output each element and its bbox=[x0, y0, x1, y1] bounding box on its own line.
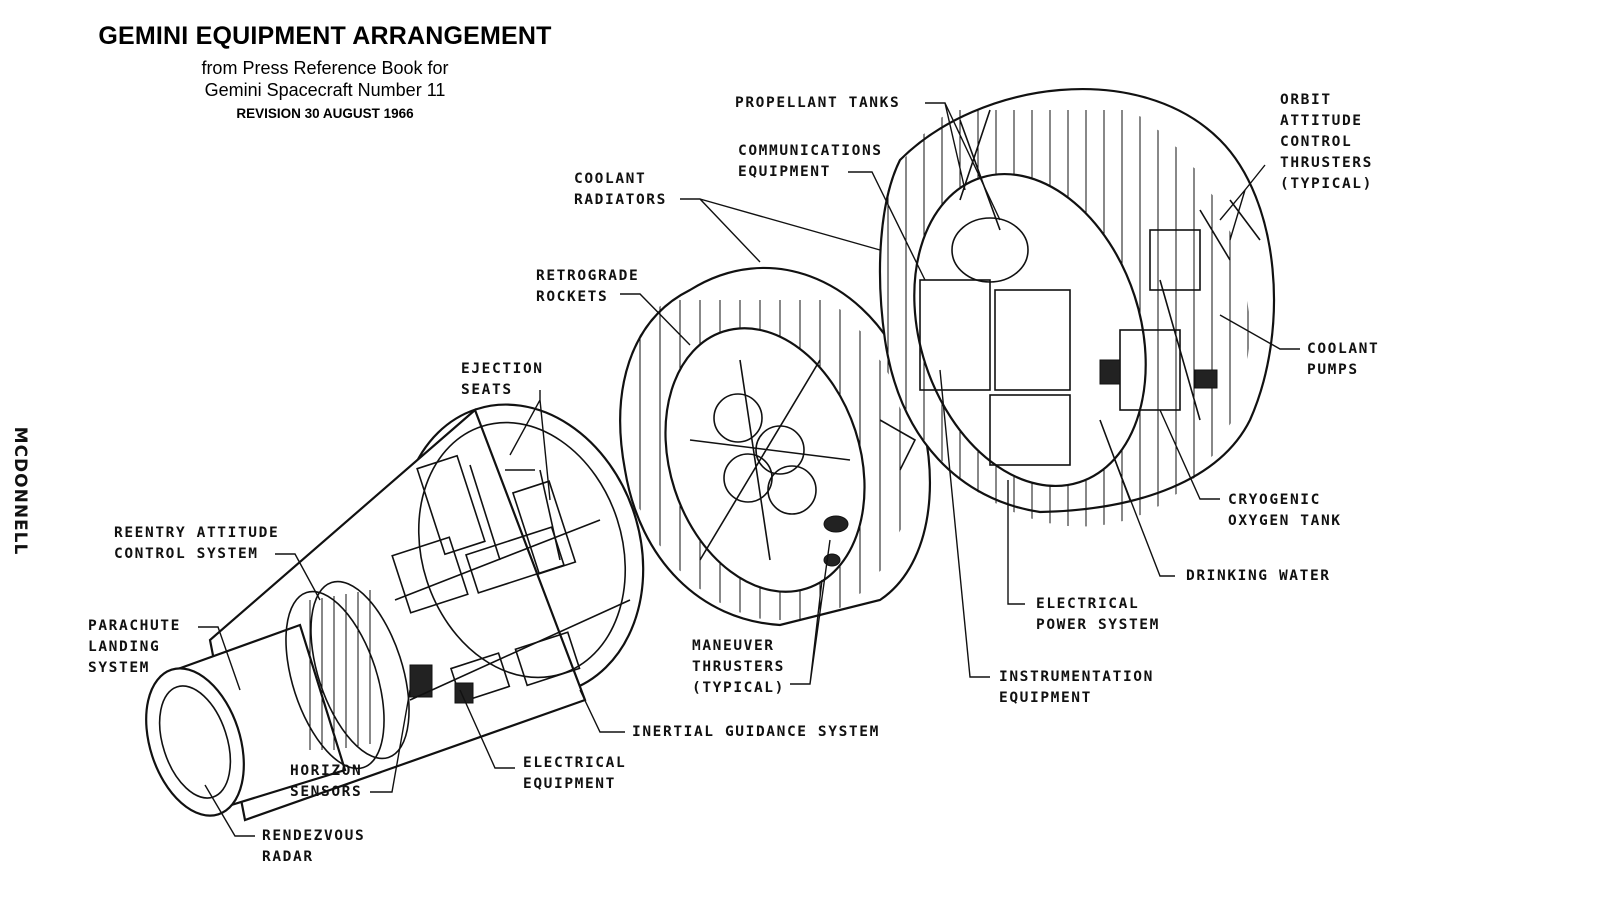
label-coolant-radiators: COOLANT RADIATORS bbox=[574, 171, 667, 208]
retro-rocket bbox=[713, 393, 763, 443]
equipment-section bbox=[869, 88, 1276, 530]
rcs-ring bbox=[285, 590, 385, 770]
retro-adapter bbox=[619, 266, 931, 627]
label-maneuver-thrusters: MANEUVER THRUSTERS (TYPICAL) bbox=[692, 638, 785, 696]
leader-lines bbox=[198, 102, 1300, 837]
retro-rocket bbox=[767, 465, 817, 515]
label-coolant-pumps: COOLANT PUMPS bbox=[1307, 341, 1380, 378]
label-reentry-attitude-control-system: REENTRY ATTITUDE CONTROL SYSTEM bbox=[114, 525, 280, 562]
label-horizon-sensors: HORIZON SENSORS bbox=[290, 763, 363, 800]
label-drinking-water: DRINKING WATER bbox=[1186, 568, 1331, 584]
diagram-title: GEMINI EQUIPMENT ARRANGEMENT bbox=[98, 22, 552, 50]
label-communications-equipment: COMMUNICATIONS EQUIPMENT bbox=[738, 143, 883, 180]
mcdonnell-brand: MCDONNELL bbox=[2, 396, 38, 586]
label-orbit-attitude-control-thrusters: ORBIT ATTITUDE CONTROL THRUSTERS (TYPICA… bbox=[1280, 92, 1373, 192]
brand-text: MCDONNELL bbox=[10, 426, 30, 556]
label-parachute-landing-system: PARACHUTE LANDING SYSTEM bbox=[88, 618, 181, 676]
label-electrical-power-system: ELECTRICAL POWER SYSTEM bbox=[1036, 596, 1160, 633]
reentry-module bbox=[145, 403, 645, 822]
label-instrumentation-equipment: INSTRUMENTATION EQUIPMENT bbox=[999, 669, 1154, 706]
label-retrograde-rockets: RETROGRADE ROCKETS bbox=[536, 268, 640, 305]
nose-end-cap bbox=[145, 667, 245, 817]
subtitle-line-2: Gemini Spacecraft Number 11 bbox=[204, 80, 446, 100]
label-inertial-guidance-system: INERTIAL GUIDANCE SYSTEM bbox=[632, 724, 880, 740]
revision-date: REVISION 30 AUGUST 1966 bbox=[236, 106, 414, 121]
label-electrical-equipment: ELECTRICAL EQUIPMENT bbox=[523, 755, 627, 792]
subtitle-line-1: from Press Reference Book for bbox=[201, 58, 449, 78]
label-propellant-tanks: PROPELLANT TANKS bbox=[735, 95, 901, 111]
label-ejection-seats: EJECTION SEATS bbox=[461, 361, 544, 398]
label-cryogenic-oxygen-tank: CRYOGENIC OXYGEN TANK bbox=[1228, 492, 1342, 529]
label-rendezvous-radar: RENDEZVOUS RADAR bbox=[262, 828, 366, 865]
